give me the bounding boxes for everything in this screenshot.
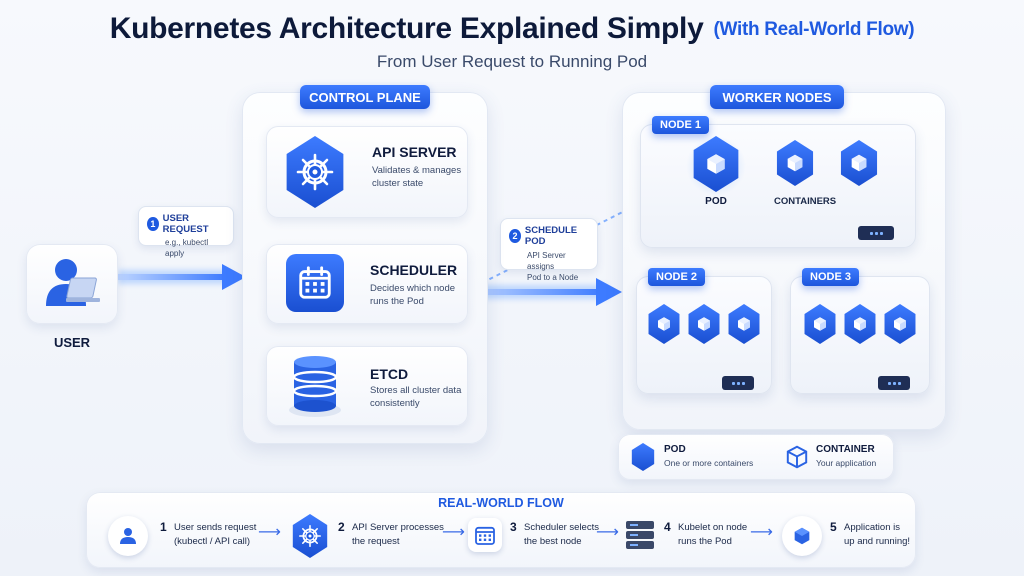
container-hex-icon <box>840 140 878 186</box>
node3-port <box>878 376 910 390</box>
flow-step5-line1: Application is <box>844 522 900 533</box>
legend-container-desc: Your application <box>816 458 877 468</box>
step2-desc-line1: API Server assigns <box>527 251 566 271</box>
flow-server-icon <box>624 518 656 552</box>
flow-step5-number: 5 <box>830 520 837 534</box>
node1-containers-label: CONTAINERS <box>774 196 837 207</box>
scheduler-card: SCHEDULER Decides which node runs the Po… <box>266 244 468 324</box>
node1-port <box>858 226 894 240</box>
api-server-title: API SERVER <box>372 144 457 160</box>
title-main: Kubernetes Architecture Explained Simply <box>109 12 704 45</box>
legend-pod-desc: One or more containers <box>664 458 754 468</box>
flow-arrow-icon: ⟶ <box>442 524 465 541</box>
scheduler-title: SCHEDULER <box>370 262 458 278</box>
flow-step4-line1: Kubelet on node <box>678 522 748 533</box>
flow-arrow-icon: ⟶ <box>258 524 281 541</box>
container-hex-icon <box>844 304 876 344</box>
step1-number: 1 <box>147 217 159 231</box>
flow-step2-line1: API Server processes <box>352 522 444 533</box>
worker-nodes-label: WORKER NODES <box>710 85 844 109</box>
etcd-card: ETCD Stores all cluster data consistentl… <box>266 346 468 426</box>
page-subtitle: From User Request to Running Pod <box>376 52 648 71</box>
flow-user-icon <box>108 516 148 556</box>
step2-title: SCHEDULE POD <box>524 225 578 247</box>
etcd-desc-line1: Stores all cluster data <box>370 385 462 396</box>
kubernetes-helm-icon <box>286 136 344 208</box>
container-hex-icon <box>776 140 814 186</box>
legend-container-title: CONTAINER <box>816 444 875 455</box>
node1-box: NODE 1 POD CONTAINERS <box>640 116 916 248</box>
arrow-user-to-control-plane <box>118 264 246 290</box>
flow-title: REAL-WORLD FLOW <box>438 496 564 510</box>
container-legend-icon <box>786 445 808 469</box>
flow-helm-icon <box>292 514 328 558</box>
etcd-desc-line2: consistently <box>370 398 420 409</box>
step2-number: 2 <box>509 229 521 243</box>
step1-title: USER REQUEST <box>162 213 209 235</box>
node2-port <box>722 376 754 390</box>
dashed-line-to-pod <box>467 177 691 291</box>
container-hex-icon <box>804 304 836 344</box>
database-icon <box>289 356 341 417</box>
node2-label: NODE 2 <box>648 268 705 286</box>
callout-user-request: 1 USER REQUEST e.g., kubectl apply <box>138 206 234 258</box>
container-hex-icon <box>648 304 680 344</box>
user-label: USER <box>53 335 91 350</box>
flow-arrow-icon: ⟶ <box>596 524 619 541</box>
scheduler-desc-line2: runs the Pod <box>370 296 424 307</box>
flow-step1-line2: (kubectl / API call) <box>174 536 251 547</box>
flow-panel: REAL-WORLD FLOW 1 User sends request (ku… <box>86 492 916 568</box>
flow-cube-icon <box>782 516 822 556</box>
flow-step3-line2: the best node <box>524 536 582 547</box>
scheduler-desc-line1: Decides which node <box>370 283 456 294</box>
legend-box: POD One or more containers CONTAINER You… <box>618 434 894 480</box>
node1-pod-label: POD <box>705 196 727 207</box>
flow-arrow-icon: ⟶ <box>750 524 773 541</box>
container-hex-icon <box>728 304 760 344</box>
api-server-desc-line2: cluster state <box>372 178 424 189</box>
flow-step4-line2: runs the Pod <box>678 536 732 547</box>
flow-step3-line1: Scheduler selects <box>524 522 599 533</box>
etcd-title: ETCD <box>370 366 409 382</box>
flow-step1-number: 1 <box>160 520 167 534</box>
calendar-icon <box>286 254 344 312</box>
node3-label: NODE 3 <box>802 268 859 286</box>
control-plane-label: CONTROL PLANE <box>300 85 430 109</box>
flow-step3-number: 3 <box>510 520 517 534</box>
title-accent: (With Real-World Flow) <box>713 19 915 40</box>
step1-desc: e.g., kubectl apply <box>165 238 209 258</box>
user-platform <box>26 244 118 324</box>
node1-label: NODE 1 <box>652 116 709 134</box>
node2-box: NODE 2 <box>636 268 772 394</box>
flow-step5-line2: up and running! <box>844 536 911 547</box>
api-server-desc-line1: Validates & manages <box>372 165 462 176</box>
legend-pod-title: POD <box>664 444 686 455</box>
container-hex-icon <box>688 304 720 344</box>
step2-desc-line2: Pod to a Node <box>527 273 579 282</box>
page-title: Kubernetes Architecture Explained Simply… <box>0 12 1024 46</box>
user-icon <box>46 259 100 306</box>
flow-step1-line1: User sends request <box>174 522 257 533</box>
flow-step4-number: 4 <box>664 520 671 534</box>
api-server-card: API SERVER Validates & manages cluster s… <box>266 126 468 218</box>
callout-schedule-pod: 2 SCHEDULE POD API Server assigns Pod to… <box>500 218 598 282</box>
pod-legend-icon <box>631 443 655 471</box>
flow-step2-line2: the request <box>352 536 400 547</box>
node3-box: NODE 3 <box>790 268 930 394</box>
flow-calendar-icon <box>468 518 502 552</box>
arrow-control-to-workers <box>468 278 622 306</box>
container-hex-icon <box>884 304 916 344</box>
flow-step2-number: 2 <box>338 520 345 534</box>
